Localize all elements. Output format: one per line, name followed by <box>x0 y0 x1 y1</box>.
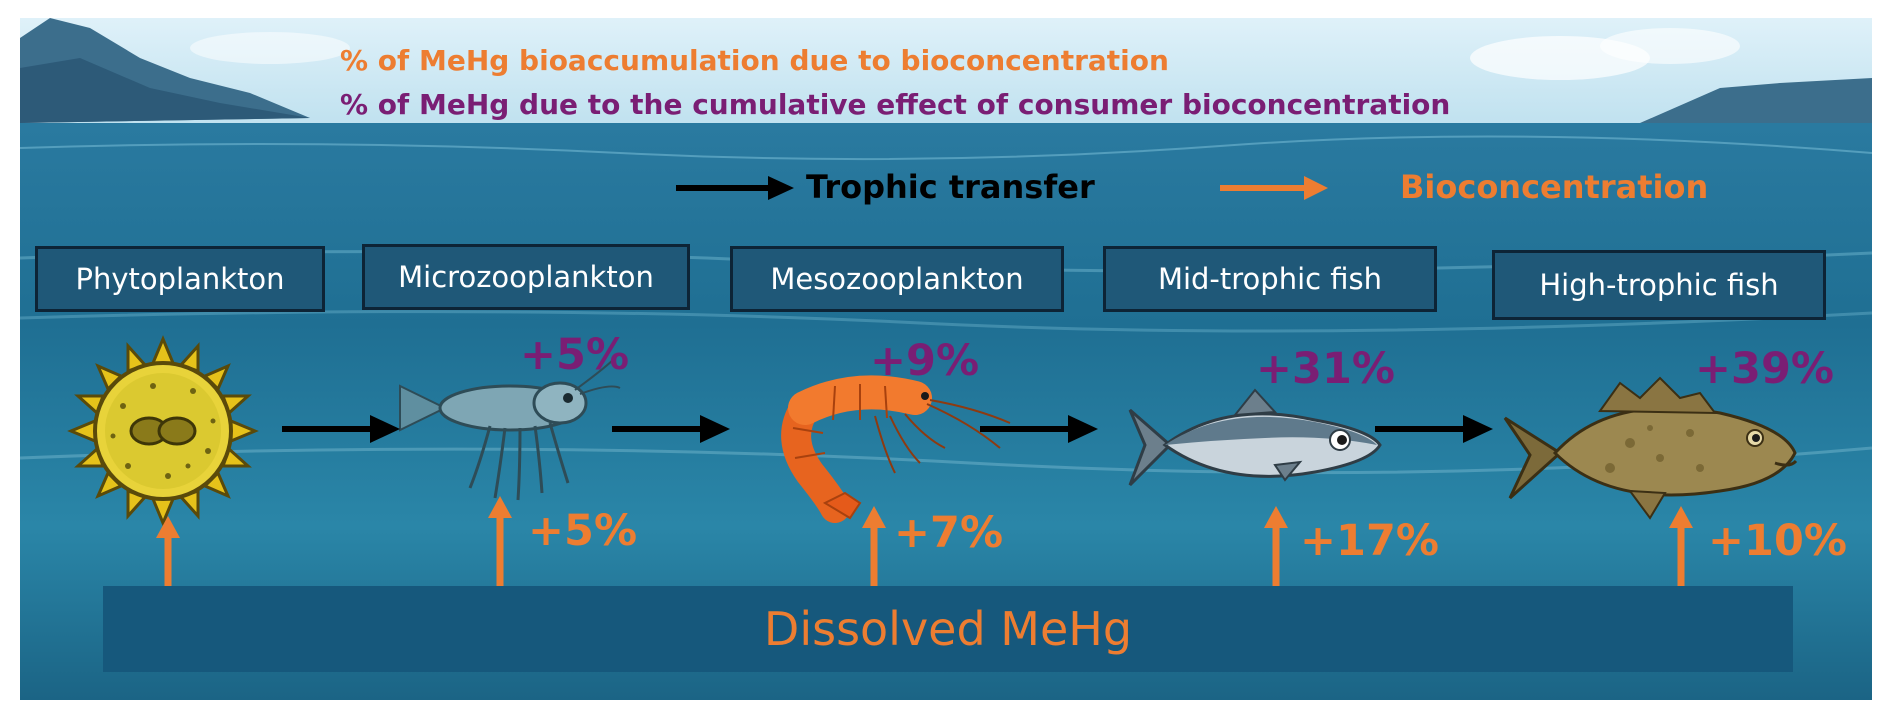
cumulative-percentage-mesozooplankton: +9% <box>870 336 980 386</box>
dissolved-mehg-box: Dissolved MeHg <box>103 586 1793 672</box>
bioconcentration-percentage-microzooplankton: +5% <box>528 506 638 556</box>
trophic-transfer-label: Trophic transfer <box>806 168 1095 206</box>
cumulative-percentage-mid-trophic-fish: +31% <box>1256 344 1395 394</box>
organism-box-high-trophic-fish: High-trophic fish <box>1492 250 1826 320</box>
bioconcentration-arrow-icon <box>488 496 512 588</box>
legend-bioconcentration-line: % of MeHg bioaccumulation due to bioconc… <box>340 44 1169 77</box>
mesozooplankton-icon <box>781 375 1011 523</box>
organism-label: Mid-trophic fish <box>1157 262 1383 296</box>
organism-box-mesozooplankton: Mesozooplankton <box>730 246 1064 312</box>
trophic-transfer-arrow-icon <box>612 415 730 443</box>
cumulative-percentage-high-trophic-fish: +39% <box>1695 344 1834 394</box>
organism-label: Microzooplankton <box>398 260 654 294</box>
organism-box-mid-trophic-fish: Mid-trophic fish <box>1103 246 1437 312</box>
bioconcentration-arrow-icon <box>156 516 180 588</box>
organism-box-microzooplankton: Microzooplankton <box>362 244 690 310</box>
mid-trophic-fish-icon <box>1128 388 1382 487</box>
trophic-transfer-arrow-icon <box>1375 415 1493 443</box>
organism-box-phytoplankton: Phytoplankton <box>35 246 325 312</box>
organism-label: Mesozooplankton <box>770 262 1024 296</box>
bioconcentration-arrow-icon <box>1264 506 1288 588</box>
cumulative-percentage-microzooplankton: +5% <box>520 330 630 380</box>
organism-label: High-trophic fish <box>1539 268 1779 302</box>
bioconcentration-percentage-high-trophic-fish: +10% <box>1708 516 1847 566</box>
bioconcentration-arrow-icon <box>1220 176 1328 200</box>
diagram-scene: % of MeHg bioaccumulation due to bioconc… <box>20 18 1872 700</box>
bioconcentration-percentage-mesozooplankton: +7% <box>894 508 1004 558</box>
legend-cumulative-line: % of MeHg due to the cumulative effect o… <box>340 88 1451 121</box>
dissolved-mehg-label: Dissolved MeHg <box>763 602 1133 656</box>
microzooplankton-icon <box>399 357 621 501</box>
phytoplankton-icon <box>67 335 259 527</box>
trophic-transfer-arrow-icon <box>980 415 1098 443</box>
trophic-transfer-arrow-icon <box>282 415 400 443</box>
trophic-transfer-arrow-icon <box>676 176 794 200</box>
bioconcentration-arrow-icon <box>862 506 886 588</box>
bioconcentration-percentage-mid-trophic-fish: +17% <box>1300 516 1439 566</box>
bioconcentration-arrow-icon <box>1669 506 1693 588</box>
high-trophic-fish-icon <box>1503 376 1798 520</box>
bioconcentration-label: Bioconcentration <box>1400 168 1709 206</box>
organism-label: Phytoplankton <box>75 262 285 296</box>
